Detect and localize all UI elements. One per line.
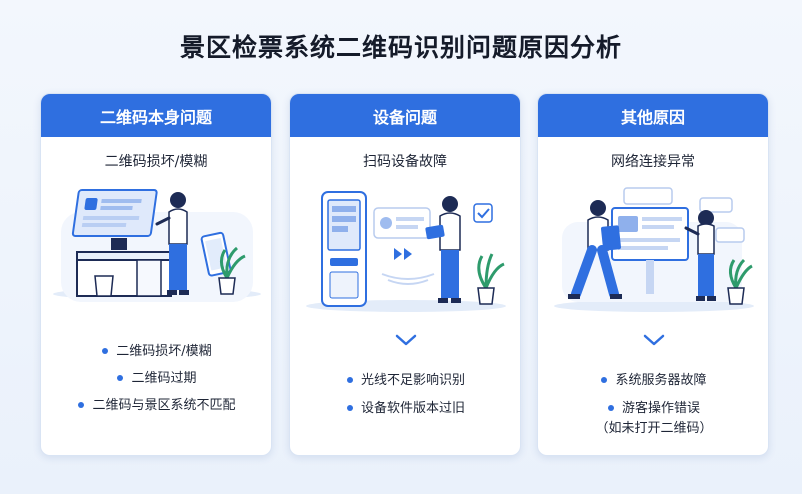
card-device-issues: 设备问题 扫码设备故障 光线不足影响识 [289, 93, 521, 456]
list-item: 系统服务器故障 [538, 372, 768, 390]
list-item: 设备软件版本过旧 [290, 400, 520, 418]
list-item: 二维码与景区系统不匹配 [41, 397, 271, 415]
scanner-terminal-with-person-icon [306, 191, 506, 312]
list-item-continuation: （如未打开二维码） [595, 421, 713, 436]
list-item: 二维码损坏/模糊 [41, 343, 271, 361]
card-header: 其他原因 [538, 94, 768, 137]
card-qr-code-issues: 二维码本身问题 二维码损坏/模糊 [40, 93, 272, 456]
bullet-dot-icon [346, 404, 353, 411]
bullet-dot-icon [117, 374, 124, 381]
list-item: 光线不足影响识别 [290, 372, 520, 390]
card-subtitle: 网络连接异常 [611, 154, 695, 170]
bullet-dot-icon [78, 401, 85, 408]
card-header: 二维码本身问题 [41, 94, 271, 137]
person-at-kiosk-with-phone-icon [53, 189, 261, 302]
bullet-dot-icon [607, 404, 614, 411]
chevron-down-icon [290, 334, 520, 346]
two-people-with-screen-icon [554, 187, 754, 312]
bullet-dot-icon [346, 376, 353, 383]
card-other-causes: 其他原因 网络连接异常 系统服务器故障 [537, 93, 769, 456]
page-title: 景区检票系统二维码识别问题原因分析 [179, 33, 622, 62]
list-item: 二维码过期 [41, 370, 271, 388]
card-subtitle: 二维码损坏/模糊 [104, 154, 208, 170]
bullet-dot-icon [601, 376, 608, 383]
list-item: 游客操作错误 [538, 400, 768, 418]
card-subtitle: 扫码设备故障 [363, 154, 447, 170]
bullet-dot-icon [102, 347, 109, 354]
chevron-down-icon [538, 334, 768, 346]
card-header: 设备问题 [290, 94, 520, 137]
